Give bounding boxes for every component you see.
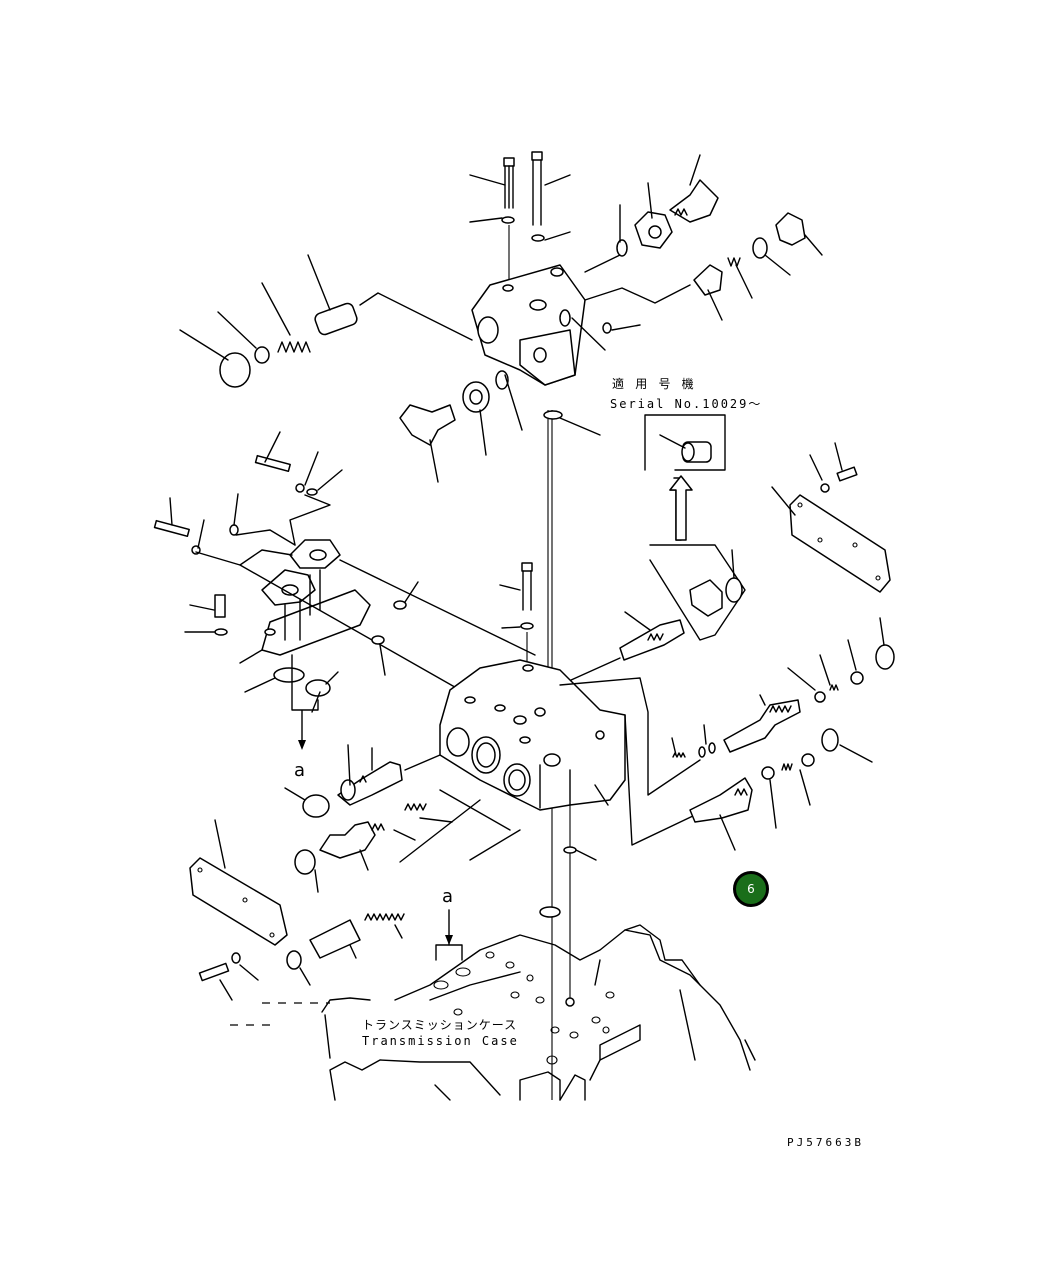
drawing-code: PJ57663B (787, 1136, 864, 1149)
o-rings-mid (371, 581, 419, 676)
lower-left-spools (189, 744, 521, 1001)
top-right-spool-group (571, 154, 823, 351)
serial-label-en: Serial No.10029～ (610, 397, 763, 411)
left-flange-group (153, 431, 536, 750)
callout-badge-6[interactable]: 6 (733, 871, 769, 907)
top-valve-block (471, 264, 586, 386)
top-bolts (469, 151, 571, 280)
mid-right-spool (559, 544, 746, 686)
case-label-en: Transmission Case (362, 1034, 519, 1048)
serial-label-jp: 適 用 号 機 (612, 377, 696, 391)
lower-right-spools (559, 617, 895, 851)
transmission-case (230, 909, 756, 1101)
serial-inset-box (644, 414, 726, 541)
main-valve-body (439, 659, 626, 811)
marker-a-upper: a (294, 760, 306, 781)
case-label-jp: トランスミッションケース (362, 1018, 518, 1032)
top-left-spool-group (179, 254, 473, 388)
elbow-and-nut (399, 370, 523, 483)
marker-a-lower: a (442, 886, 454, 907)
center-bolt (499, 562, 534, 665)
right-cover-plate (771, 442, 891, 593)
